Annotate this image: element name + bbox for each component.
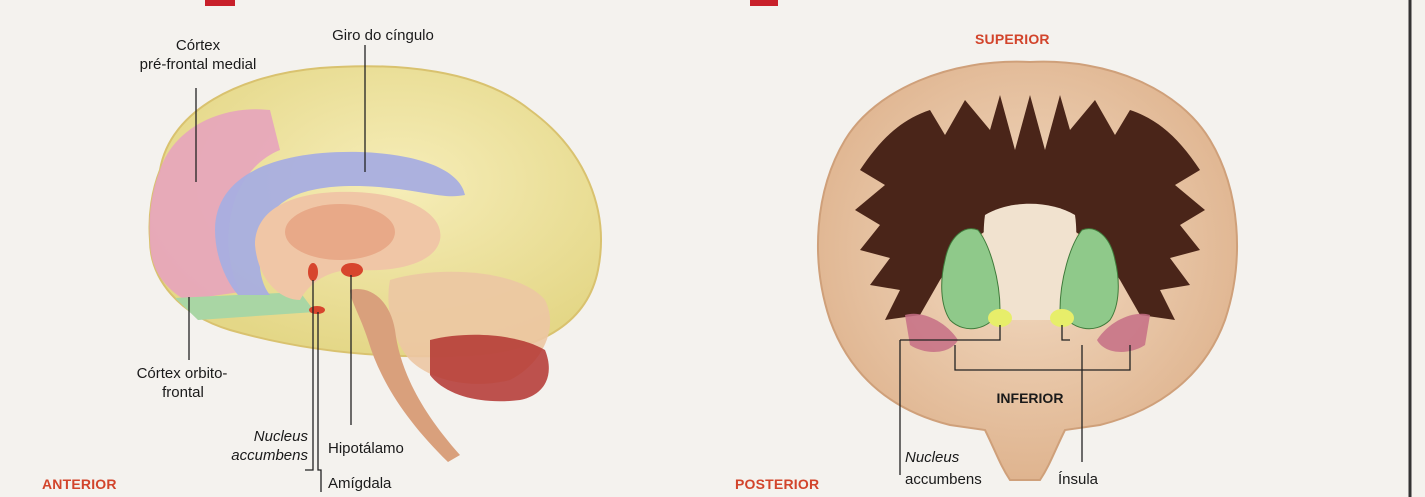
title-fragment [750, 0, 778, 6]
nucleus-accumbens-right [1050, 309, 1074, 327]
sagittal-brain [149, 66, 600, 462]
thalamus [285, 204, 395, 260]
label-orbitofrontal-2: frontal [150, 384, 216, 402]
cerebellum-section [430, 335, 549, 401]
label-posterior: POSTERIOR [735, 475, 845, 493]
label-nucleus-accumbens-right-2: accumbens [905, 471, 1005, 489]
label-hypothalamus: Hipotálamo [328, 440, 428, 458]
hypothalamus-region [341, 263, 363, 277]
label-prefrontal-2: pré-frontal medial [113, 56, 283, 74]
label-prefrontal-1: Córtex [163, 37, 233, 55]
label-insula: Ínsula [1058, 471, 1138, 489]
label-inferior: INFERIOR [975, 389, 1085, 407]
nucleus-accumbens-left [988, 309, 1012, 327]
label-nucleus-accumbens-left-2: accumbens [226, 447, 308, 465]
label-superior: SUPERIOR [975, 30, 1075, 48]
label-anterior: ANTERIOR [42, 475, 142, 493]
title-fragment [205, 0, 235, 6]
nucleus-accumbens-region [308, 263, 318, 281]
label-orbitofrontal-1: Córtex orbito- [117, 365, 247, 383]
coronal-slice [818, 62, 1237, 480]
label-nucleus-accumbens-left-1: Nucleus [240, 428, 308, 446]
label-nucleus-accumbens-right-1: Nucleus [905, 449, 995, 467]
amygdala-region [309, 306, 325, 314]
label-cingulate-gyrus: Giro do cíngulo [308, 27, 458, 45]
label-amygdala: Amígdala [328, 475, 418, 493]
